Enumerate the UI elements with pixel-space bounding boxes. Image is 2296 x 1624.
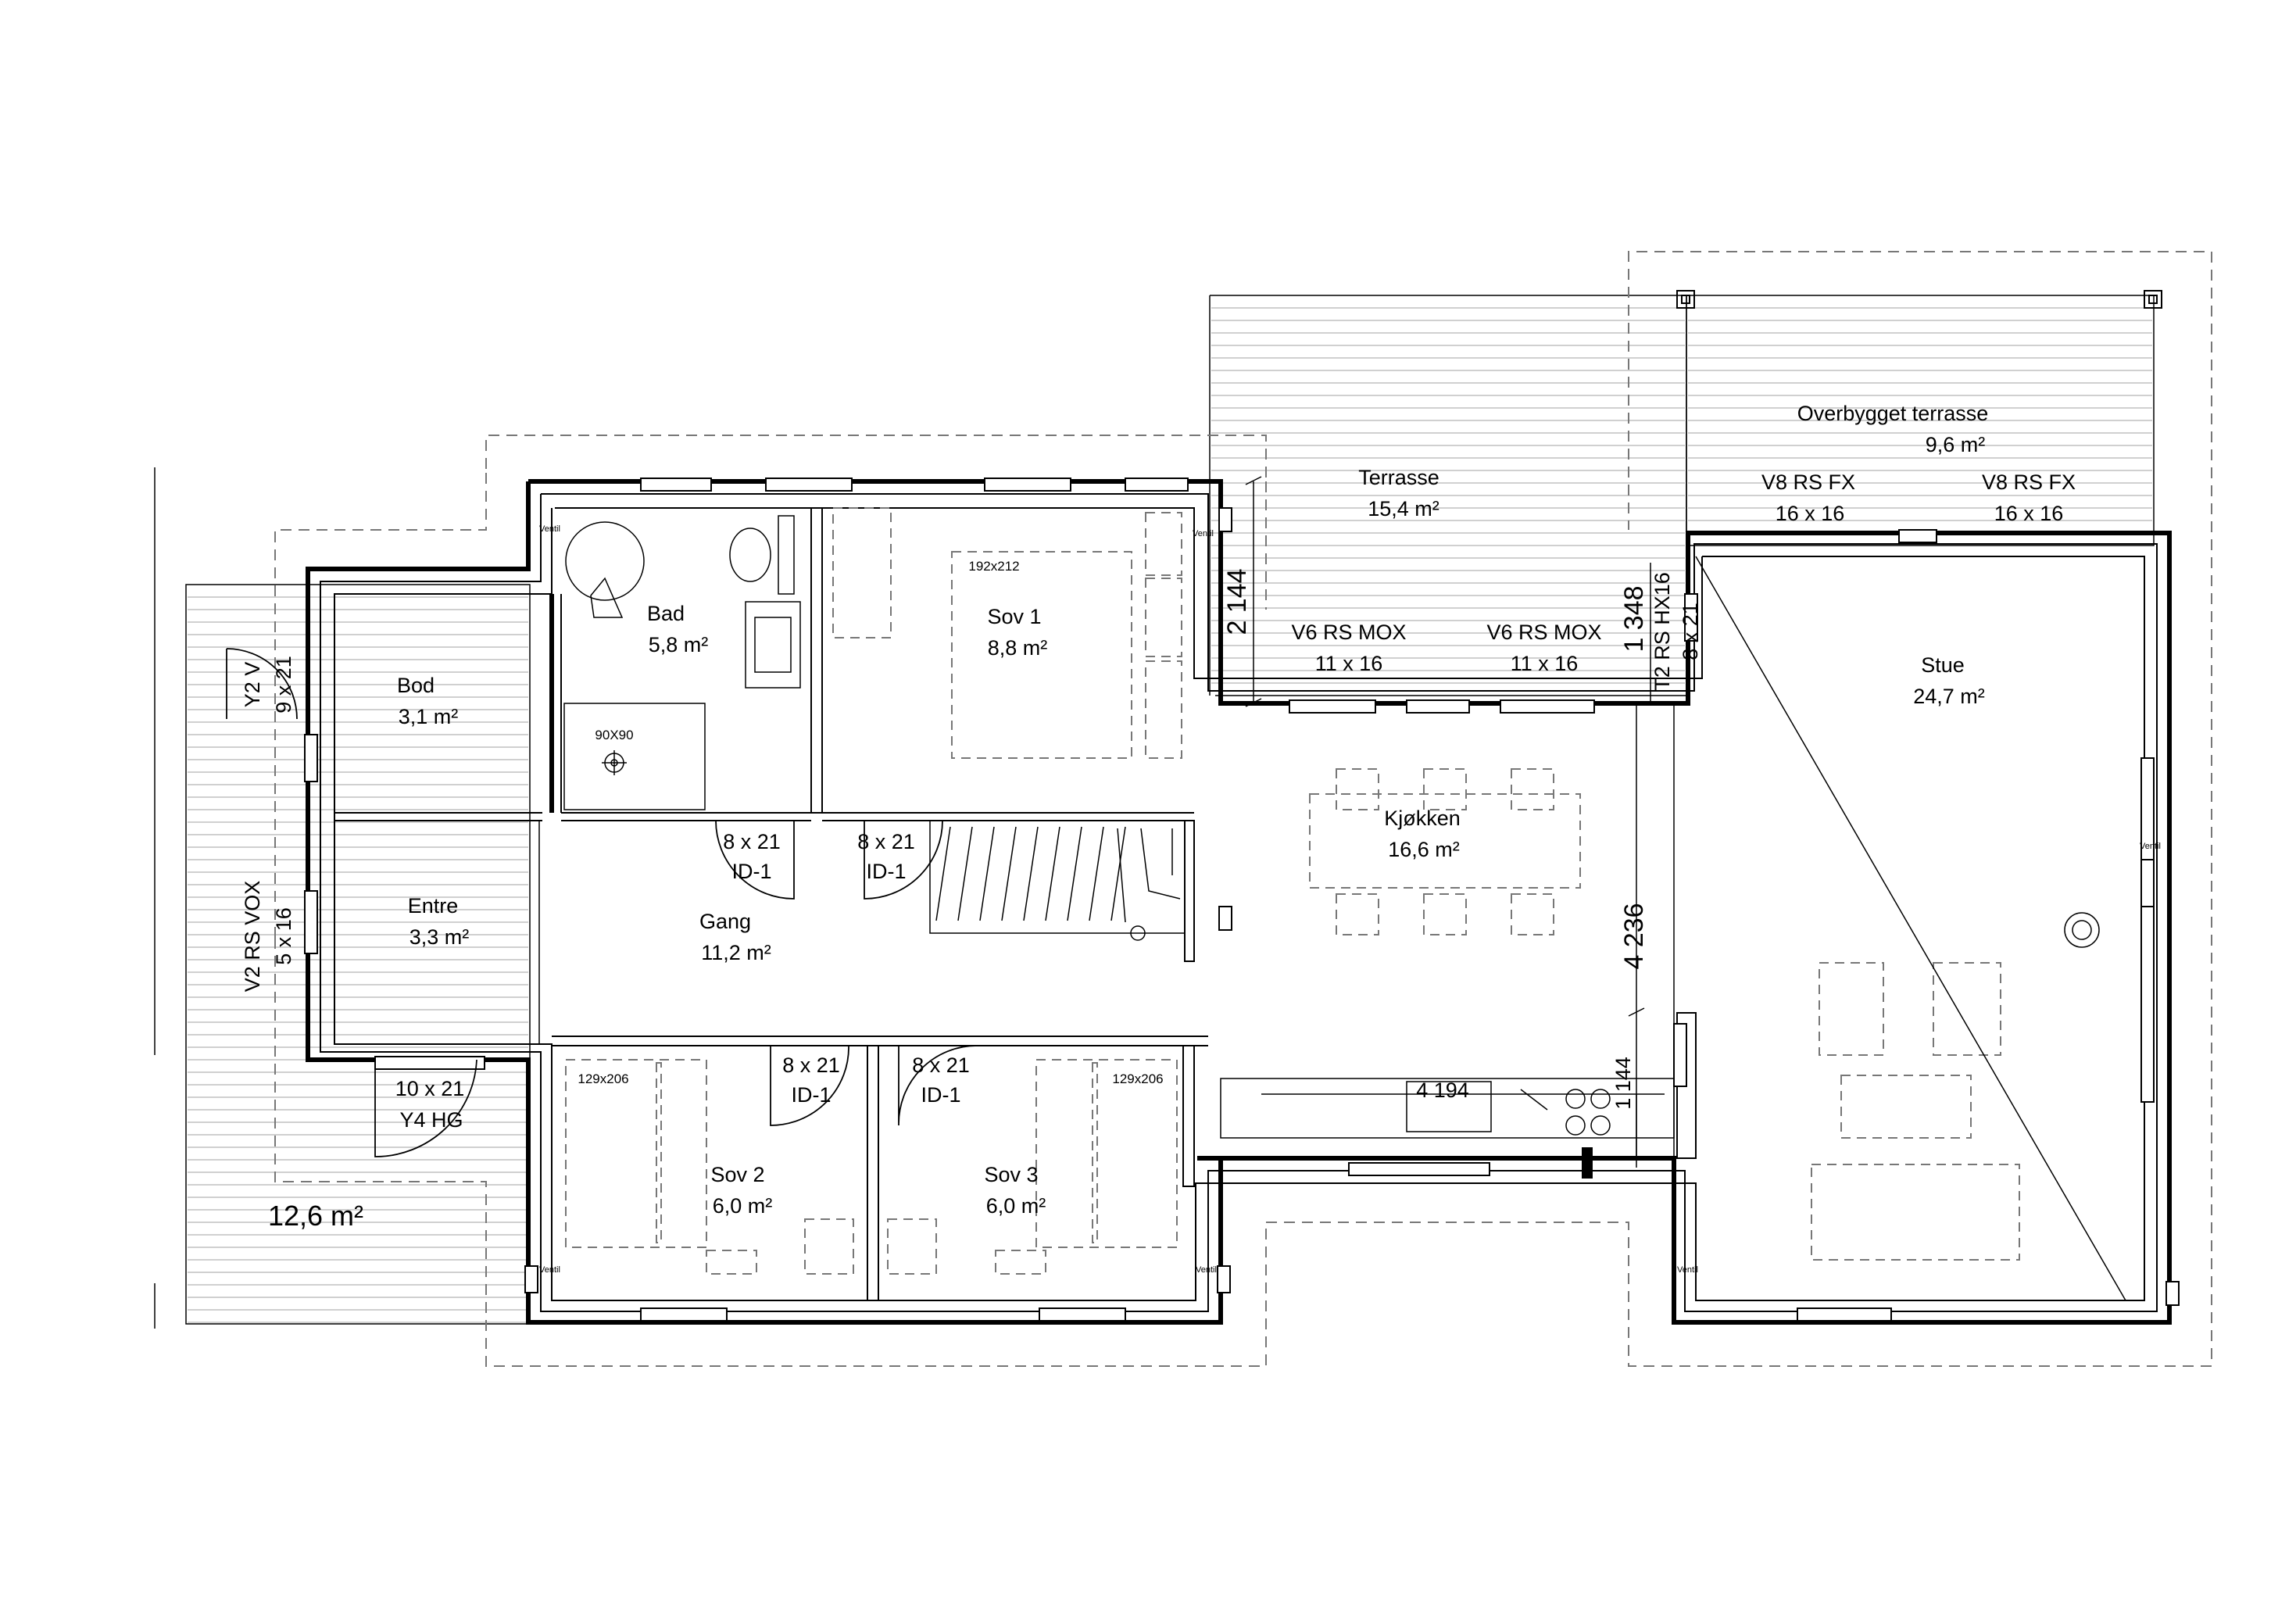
window-type-y2: Y2 V bbox=[241, 662, 264, 708]
window-size-v8-right: 16 x 16 bbox=[1994, 502, 2064, 525]
stair-tread bbox=[1023, 826, 1039, 921]
window-size-v8-left: 16 x 16 bbox=[1776, 502, 1845, 525]
chair bbox=[1511, 768, 1554, 810]
door-size-sov1: 8 x 21 bbox=[857, 830, 915, 853]
terrace-deck bbox=[1209, 295, 1687, 696]
dimension-labels: 2 144 1 348 4 236 4 194 1 144 bbox=[1222, 568, 1649, 1109]
door-type-sov2: ID-1 bbox=[791, 1083, 831, 1107]
vent-label: Ventil bbox=[539, 1265, 560, 1275]
room-name-sov2: Sov 2 bbox=[710, 1163, 764, 1186]
bed-size-sov3: 129x206 bbox=[1112, 1071, 1163, 1086]
chair bbox=[1511, 893, 1554, 935]
room-labels: Bad 5,8 m² Bod 3,1 m² Sov 1 8,8 m² Entre… bbox=[268, 402, 1988, 1232]
room-name-stue: Stue bbox=[1921, 653, 1965, 677]
stair-tread bbox=[1110, 826, 1126, 921]
door-size-entry: 10 x 21 bbox=[395, 1077, 465, 1100]
bed-size-sov2: 129x206 bbox=[578, 1071, 628, 1086]
room-area-entre: 3,3 m² bbox=[409, 925, 470, 949]
vent-labels: Ventil Ventil Ventil Ventil Ventil Venti… bbox=[539, 524, 2161, 1275]
stair-tread bbox=[979, 826, 995, 921]
window-size-t2: 8 x 21 bbox=[1679, 603, 1702, 660]
vent-label: Ventil bbox=[2140, 842, 2161, 851]
window-type-v8-left: V8 RS FX bbox=[1761, 470, 1855, 494]
stair-tread bbox=[957, 826, 973, 921]
room-area-overbygget: 9,6 m² bbox=[1926, 433, 1986, 456]
room-name-kjokken: Kjøkken bbox=[1384, 807, 1461, 830]
room-area-bod: 3,1 m² bbox=[399, 705, 459, 728]
interior-walls bbox=[334, 507, 1697, 1301]
dim-terrace-depth: 2 144 bbox=[1222, 568, 1252, 635]
vent-label: Ventil bbox=[1193, 529, 1214, 538]
chair bbox=[1336, 768, 1379, 810]
window-type-v6-right: V6 RS MOX bbox=[1486, 621, 1601, 644]
bed-size-sov1: 192x212 bbox=[968, 559, 1019, 574]
door-size-sov3: 8 x 21 bbox=[912, 1053, 970, 1077]
roof-outline bbox=[274, 251, 2212, 1367]
shower-size: 90X90 bbox=[595, 728, 633, 742]
window-size-v6-right: 11 x 16 bbox=[1511, 652, 1579, 675]
room-area-sov2: 6,0 m² bbox=[713, 1194, 773, 1218]
room-name-sov1: Sov 1 bbox=[987, 605, 1041, 628]
room-area-sov3: 6,0 m² bbox=[986, 1194, 1046, 1218]
dim-terrace-step: 1 348 bbox=[1619, 585, 1649, 652]
chair bbox=[1423, 768, 1467, 810]
room-area-gang: 11,2 m² bbox=[701, 941, 771, 964]
window-type-v8-right: V8 RS FX bbox=[1982, 470, 2076, 494]
room-area-sov1: 8,8 m² bbox=[988, 636, 1048, 660]
window-size-y2: 9 x 21 bbox=[272, 656, 295, 714]
window-type-t2: T2 RS HX16 bbox=[1650, 572, 1674, 691]
window-labels: V8 RS FX 16 x 16 V8 RS FX 16 x 16 V6 RS … bbox=[241, 470, 2076, 992]
furniture-labels: 192x212 129x206 129x206 90X90 bbox=[578, 559, 1163, 1086]
room-name-bod: Bod bbox=[397, 674, 435, 697]
window-type-v2: V2 RS VOX bbox=[241, 881, 264, 993]
stairs bbox=[929, 820, 1186, 941]
window-size-v2: 5 x 16 bbox=[272, 907, 295, 965]
chair bbox=[1423, 893, 1467, 935]
dimension-lines bbox=[1245, 476, 1665, 1168]
door-type-sov3: ID-1 bbox=[921, 1083, 960, 1107]
door-swings bbox=[226, 648, 978, 1157]
door-type-entry: Y4 HG bbox=[399, 1108, 463, 1132]
room-area-deck-left: 12,6 m² bbox=[268, 1200, 363, 1232]
furniture bbox=[565, 507, 2126, 1301]
door-type-sov1: ID-1 bbox=[866, 860, 906, 883]
chair bbox=[1336, 893, 1379, 935]
vent-label: Ventil bbox=[1677, 1265, 1698, 1275]
door-size-bad: 8 x 21 bbox=[723, 830, 781, 853]
stair-tread bbox=[1001, 826, 1017, 921]
bathroom-fixtures bbox=[563, 515, 801, 810]
room-area-bad: 5,8 m² bbox=[649, 633, 709, 656]
vent-label: Ventil bbox=[539, 524, 560, 534]
window-size-v6-left: 11 x 16 bbox=[1315, 652, 1383, 675]
window-type-v6-left: V6 RS MOX bbox=[1291, 621, 1406, 644]
room-area-stue: 24,7 m² bbox=[1913, 685, 1985, 708]
door-type-bad: ID-1 bbox=[731, 860, 771, 883]
stair-tread bbox=[935, 826, 951, 921]
dim-counter-depth: 1 144 bbox=[1611, 1057, 1635, 1110]
room-name-bad: Bad bbox=[647, 602, 685, 625]
room-name-entre: Entre bbox=[408, 894, 459, 918]
room-area-terrasse: 15,4 m² bbox=[1368, 497, 1439, 520]
stair-tread bbox=[1067, 826, 1082, 921]
door-labels: 8 x 21 ID-1 8 x 21 ID-1 8 x 21 ID-1 8 x … bbox=[395, 830, 970, 1132]
room-area-kjokken: 16,6 m² bbox=[1388, 838, 1460, 861]
dim-counter-length: 4 194 bbox=[1416, 1078, 1469, 1102]
room-name-terrasse: Terrasse bbox=[1358, 466, 1439, 489]
room-name-gang: Gang bbox=[699, 910, 751, 933]
vent-label: Ventil bbox=[1196, 1265, 1217, 1275]
room-name-sov3: Sov 3 bbox=[984, 1163, 1038, 1186]
room-name-overbygget: Overbygget terrasse bbox=[1797, 402, 1989, 425]
window-openings bbox=[304, 478, 2180, 1322]
stair-winder bbox=[1117, 828, 1181, 923]
stair-tread bbox=[1089, 826, 1104, 921]
door-size-sov2: 8 x 21 bbox=[782, 1053, 840, 1077]
stair-tread bbox=[1045, 826, 1060, 921]
dim-kitchen-depth: 4 236 bbox=[1619, 903, 1649, 969]
